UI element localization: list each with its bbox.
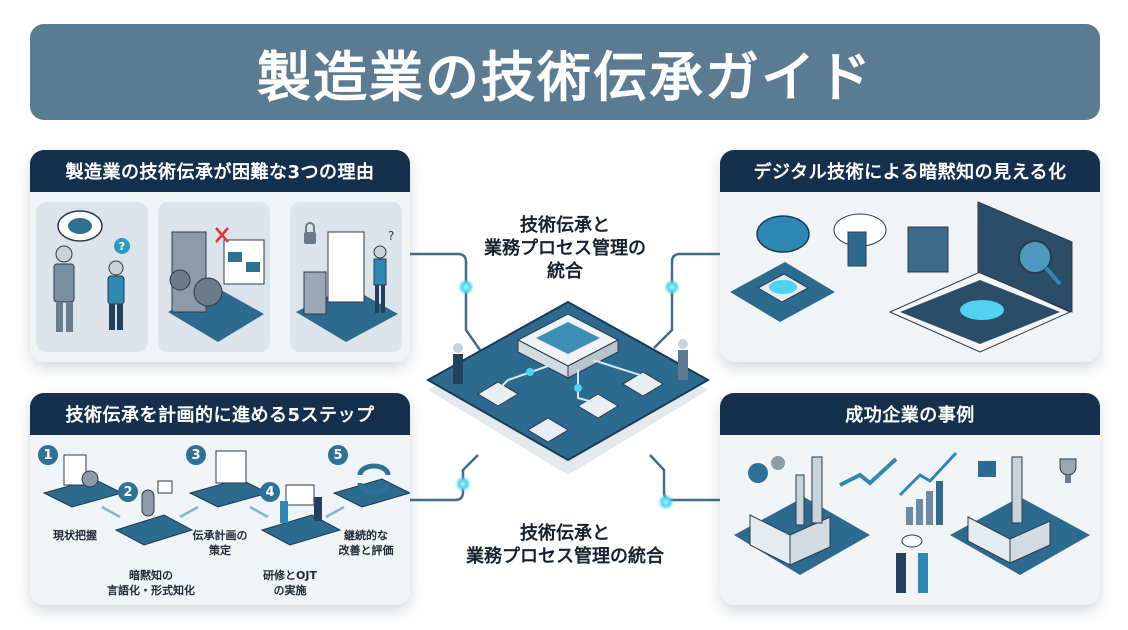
training-presentation-icon [280,484,322,523]
process-hub-platform [425,300,711,475]
microphone-icon [141,480,173,517]
reason-card-black-box [158,202,270,352]
panel-success: 成功企業の事例 [720,393,1100,605]
brain-device-icon [730,215,835,322]
svg-text:?: ? [388,229,394,243]
trophy-icon [1059,458,1077,483]
businesswoman-figure [678,339,688,380]
step-4-number: 4 [260,482,280,502]
clipboard-gear-icon [63,454,99,488]
search-icon [477,381,519,407]
gear-icon [527,417,569,443]
tablet-dashboard-icon [888,201,1073,353]
steps-platforms [42,450,410,546]
digital-illustration [730,201,1073,353]
calendar-icon [215,450,247,484]
step-platform [260,514,342,546]
step-platform [114,514,194,546]
panel-steps: 技術伝承を計画的に進める5ステップ 1 2 3 4 [30,393,410,605]
step-5-label: 継続的な 改善と評価 [338,529,394,557]
svg-text:?: ? [119,240,125,253]
growth-chart-icon [839,451,958,525]
locked-documents-icon: ? [296,222,398,342]
glow-node [455,476,471,492]
reason-card-tacit-knowledge: ? [36,202,148,352]
center-top-label: 技術伝承と 業務プロセス管理の 統合 [484,215,646,282]
step-arrows [101,505,345,519]
businessman-figure [453,343,463,384]
cloud-server-icon [833,213,887,267]
panel-digital: デジタル技術による暗黙知の見える化 [720,150,1100,362]
center-bottom-label: 技術伝承と 業務プロセス管理の統合 [466,523,664,567]
smart-factory-icon [950,456,1090,575]
veteran-and-novice-icon: ? [53,210,130,332]
factory-icon [734,456,870,575]
cycle-arrows-icon [357,463,391,495]
title-banner: 製造業の技術伝承ガイド [30,24,1100,120]
panel-reasons: 製造業の技術伝承が困難な3つの理由 ? [30,150,410,362]
process-hub-icon [516,313,620,379]
step-1-label: 現状把握 [53,529,97,542]
step-2-number: 2 [118,482,138,502]
magnifier-icon [1018,240,1062,286]
panel-digital-title: デジタル技術による暗黙知の見える化 [720,150,1100,192]
success-illustration [734,451,1090,593]
glow-node [664,279,680,295]
page-title: 製造業の技術伝承ガイド [257,45,873,109]
step-2-label: 暗黙知の 言語化・形式知化 [107,569,195,597]
step-4-label: 研修とOJT の実施 [263,569,317,597]
connector-top-left [410,252,482,351]
glow-node [458,279,474,295]
connector-top-right [653,252,720,349]
handshake-icon [896,534,928,593]
step-5-number: 5 [328,445,348,465]
glow-node [658,494,674,510]
step-1-number: 1 [38,445,58,465]
panel-steps-title: 技術伝承を計画的に進める5ステップ [30,393,410,435]
connector-bottom-left [410,454,479,502]
step-3-label: 伝承計画の 策定 [192,529,248,557]
panel-reasons-title: 製造業の技術伝承が困難な3つの理由 [30,150,410,192]
tools-icon [622,371,664,397]
panel-success-title: 成功企業の事例 [720,393,1100,435]
reason-card-documentation: ? [290,202,402,352]
machine-gears-icon [168,227,265,342]
step-3-number: 3 [186,445,206,465]
